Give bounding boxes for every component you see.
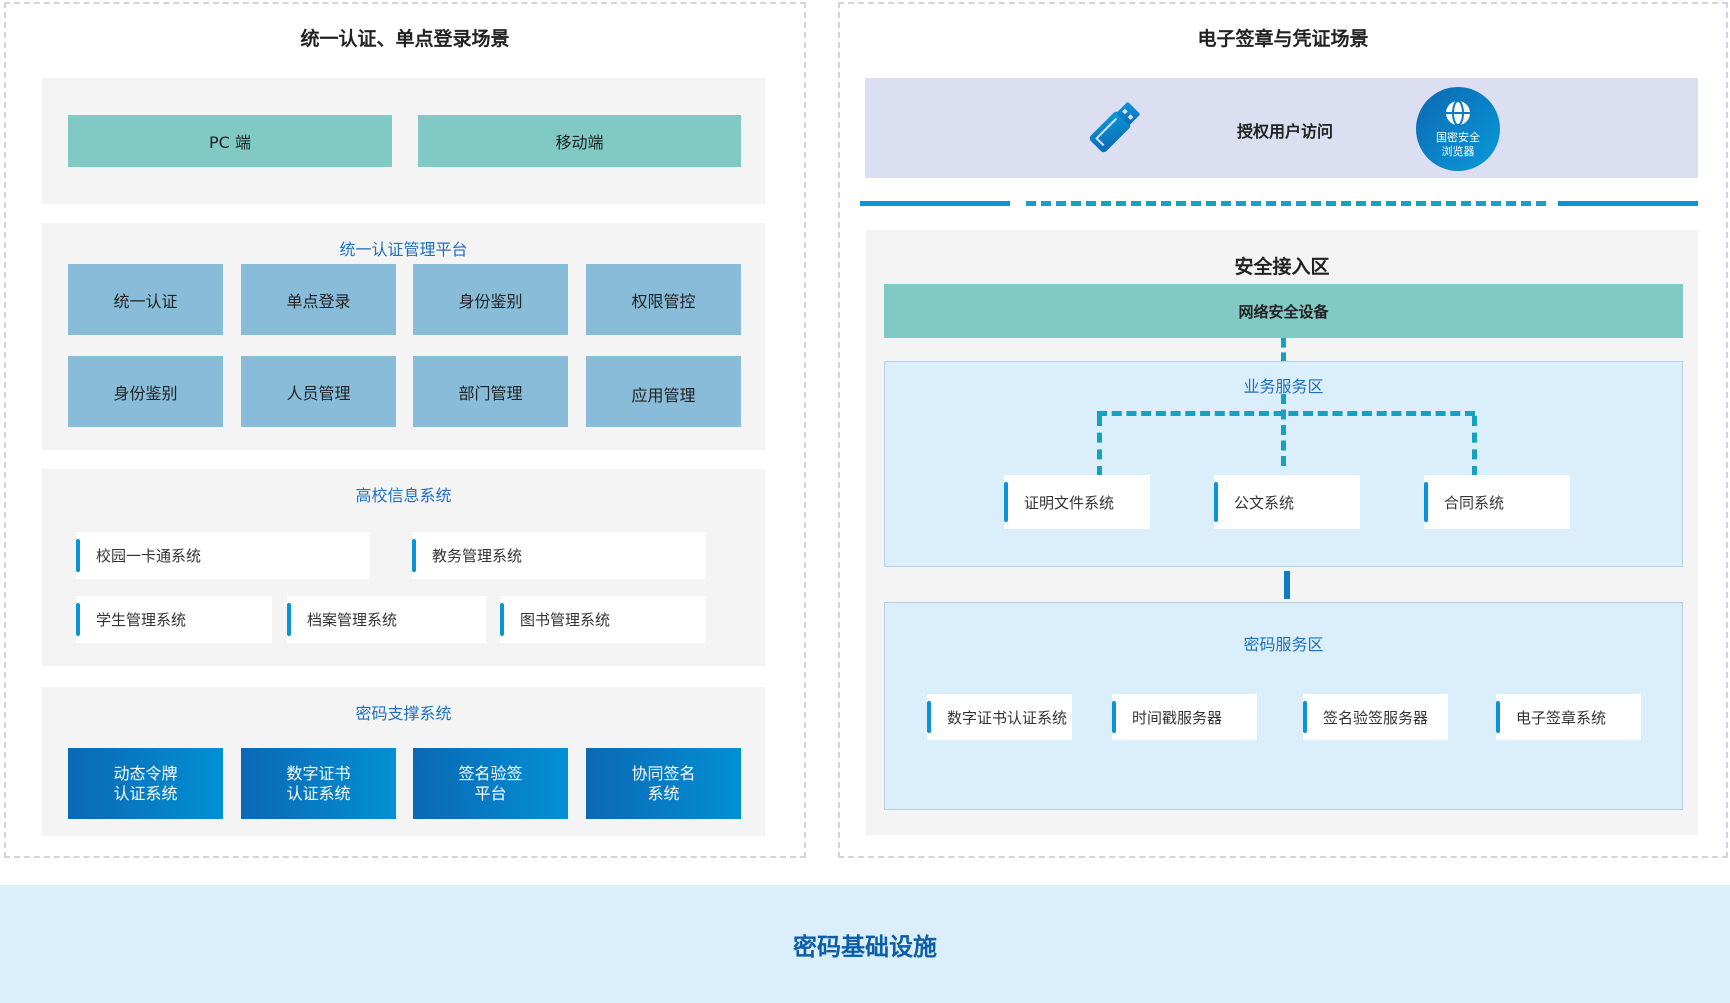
crypto-service-card: 数字证书认证系统 (927, 694, 1072, 740)
system-card: 档案管理系统 (287, 596, 486, 643)
left-scenario-panel (4, 2, 806, 858)
device-connector (1281, 338, 1286, 362)
access-strip (865, 78, 1698, 178)
secure-zone-title: 安全接入区 (1234, 256, 1330, 278)
crypto-service-label: 签名验签服务器 (1323, 708, 1429, 727)
system-card: 图书管理系统 (500, 596, 706, 643)
business-trunk-connector (1281, 394, 1286, 466)
globe-icon (1446, 100, 1470, 126)
crypto-service-card: 签名验签服务器 (1303, 694, 1448, 740)
business-system-label: 公文系统 (1234, 493, 1295, 512)
boundary-line-dashed (1026, 201, 1546, 206)
business-system-card: 公文系统 (1214, 475, 1360, 529)
system-card-label: 档案管理系统 (307, 611, 398, 629)
crypto-tile: 动态令牌认证系统 (68, 748, 223, 819)
business-system-label: 证明文件系统 (1024, 493, 1115, 512)
crypto-infrastructure-band: 密码基础设施 (0, 885, 1730, 1003)
boundary-line-left (860, 201, 1010, 206)
system-card-label: 学生管理系统 (96, 611, 187, 629)
system-card: 教务管理系统 (412, 532, 706, 579)
network-security-device: 网络安全设备 (884, 284, 1683, 338)
system-card-label: 校园一卡通系统 (96, 547, 202, 565)
crypto-tile-line1: 签名验签 (458, 763, 523, 783)
module-tile: 身份鉴别 (413, 264, 568, 335)
browser-badge-line2: 浏览器 (1441, 145, 1475, 158)
business-system-label: 合同系统 (1444, 493, 1505, 512)
crypto-service-label: 时间戳服务器 (1132, 708, 1223, 727)
crypto-tile-line1: 数字证书 (286, 763, 351, 783)
business-branch-right (1472, 416, 1477, 476)
crypto-tile: 协同签名系统 (586, 748, 741, 819)
crypto-service-card: 时间戳服务器 (1112, 694, 1257, 740)
business-system-card: 合同系统 (1424, 475, 1570, 529)
crypto-tile-line1: 动态令牌 (113, 763, 178, 783)
gm-browser-badge: 国密安全 浏览器 (1416, 87, 1500, 171)
right-scenario-panel (838, 2, 1728, 858)
crypto-tile: 签名验签平台 (413, 748, 568, 819)
crypto-tile-line1: 协同签名 (631, 763, 696, 783)
access-label: 授权用户访问 (1236, 122, 1333, 141)
crypto-tile-line2: 认证系统 (113, 783, 178, 803)
module-tile: 身份鉴别 (68, 356, 223, 427)
client-mobile: 移动端 (418, 115, 741, 167)
crypto-tile-line2: 认证系统 (286, 783, 351, 803)
crypto-service-card: 电子签章系统 (1496, 694, 1641, 740)
crypto-tile-line2: 平台 (474, 783, 507, 803)
auth-platform-title: 统一认证管理平台 (339, 240, 468, 259)
module-tile: 应用管理 (586, 356, 741, 427)
business-branch-left (1097, 416, 1102, 476)
system-card-label: 图书管理系统 (520, 611, 611, 629)
client-pc: PC 端 (68, 115, 392, 167)
crypto-infrastructure-label: 密码基础设施 (793, 932, 937, 961)
zone-connector (1284, 571, 1290, 599)
crypto-support-title: 密码支撑系统 (355, 704, 452, 723)
crypto-tile-line2: 系统 (647, 783, 680, 803)
crypto-service-label: 电子签章系统 (1516, 708, 1607, 727)
system-card-label: 教务管理系统 (432, 547, 523, 565)
business-branch-connector (1097, 411, 1475, 416)
system-card: 学生管理系统 (76, 596, 272, 643)
right-panel-title: 电子签章与凭证场景 (1197, 28, 1369, 50)
campus-systems-title: 高校信息系统 (355, 486, 452, 505)
module-tile: 统一认证 (68, 264, 223, 335)
module-tile: 部门管理 (413, 356, 568, 427)
module-tile: 单点登录 (241, 264, 396, 335)
crypto-zone-title: 密码服务区 (1243, 635, 1324, 654)
business-zone-title: 业务服务区 (1243, 377, 1324, 396)
boundary-line-right (1558, 201, 1698, 206)
module-tile: 人员管理 (241, 356, 396, 427)
system-card: 校园一卡通系统 (76, 532, 370, 579)
business-system-card: 证明文件系统 (1004, 475, 1150, 529)
crypto-service-label: 数字证书认证系统 (947, 708, 1068, 727)
crypto-tile: 数字证书认证系统 (241, 748, 396, 819)
usb-key-icon (1089, 102, 1140, 153)
left-panel-title: 统一认证、单点登录场景 (300, 28, 510, 50)
module-tile: 权限管控 (586, 264, 741, 335)
browser-badge-line1: 国密安全 (1436, 131, 1480, 144)
